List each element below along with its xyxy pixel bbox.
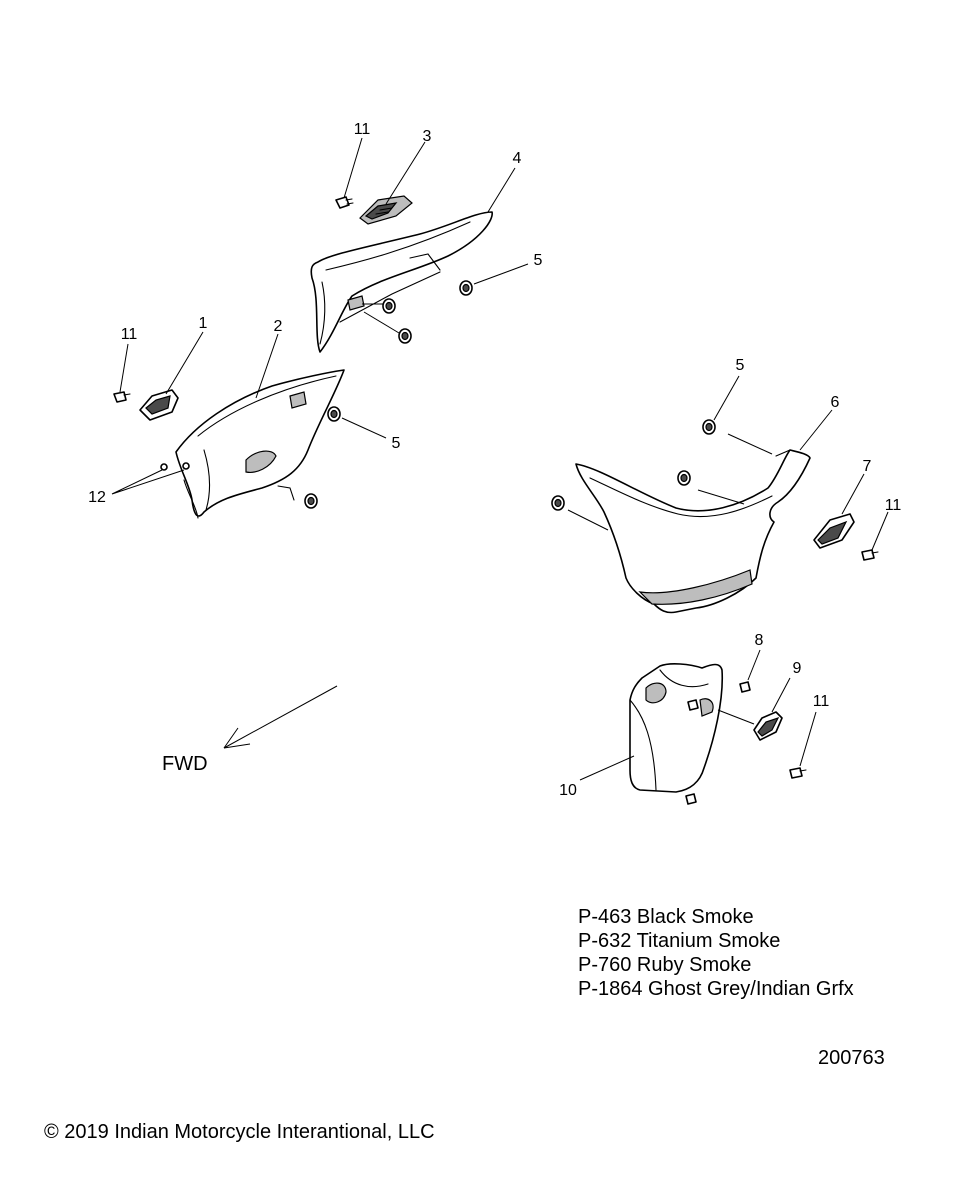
side-cover-part-4 [310, 211, 493, 353]
copyright-notice: © 2019 Indian Motorcycle Interantional, … [44, 1121, 435, 1143]
paint-code-item: P-1864 Ghost Grey/Indian Grfx [578, 978, 854, 1000]
screw-11-lower [789, 767, 807, 779]
callout-4: 4 [513, 150, 522, 167]
callout-11-lower: 11 [813, 693, 830, 710]
screw-11-left [113, 391, 131, 403]
badge-part-1 [139, 389, 179, 421]
callout-11-left: 11 [121, 326, 138, 343]
callout-9: 9 [793, 660, 802, 677]
callout-10: 10 [559, 782, 577, 799]
forward-arrow-icon [223, 685, 338, 749]
bracket-cover-part-10 [629, 663, 724, 793]
paint-code-item: P-463 Black Smoke [578, 906, 754, 928]
side-cover-part-6 [575, 449, 811, 614]
paint-code-item: P-632 Titanium Smoke [578, 930, 781, 952]
screw-11-top [335, 196, 354, 209]
badge-part-3 [359, 195, 413, 225]
pins-part-12 [160, 462, 190, 471]
callout-11-top: 11 [354, 121, 371, 138]
grommets-part-5-upper [362, 280, 473, 344]
callout-8: 8 [755, 632, 764, 649]
callout-7: 7 [863, 458, 872, 475]
badge-part-9 [753, 711, 783, 741]
callout-1: 1 [199, 315, 208, 332]
grommets-part-5-right [551, 419, 716, 511]
side-cover-part-2 [175, 369, 345, 519]
callout-3: 3 [423, 128, 432, 145]
grommets-part-5-left [304, 406, 341, 509]
paint-code-list: P-463 Black Smoke P-632 Titanium Smoke P… [578, 905, 854, 1001]
callout-2: 2 [274, 318, 283, 335]
screws-part-8 [685, 681, 751, 805]
paint-code-item: P-760 Ruby Smoke [578, 954, 752, 976]
leader-lines [111, 137, 889, 781]
callout-6: 6 [831, 394, 840, 411]
diagram-id: 200763 [818, 1047, 885, 1069]
callout-labels: 11 3 4 5 11 1 2 5 12 5 6 7 11 8 9 11 10 [88, 121, 901, 799]
badge-part-7 [813, 513, 855, 549]
screw-11-right [861, 549, 879, 561]
callout-5-right: 5 [736, 357, 745, 374]
callout-12: 12 [88, 489, 106, 506]
callout-5-upper: 5 [534, 252, 543, 269]
callout-5-left: 5 [392, 435, 401, 452]
callout-11-right: 11 [885, 497, 902, 514]
fwd-label: FWD [162, 753, 208, 775]
